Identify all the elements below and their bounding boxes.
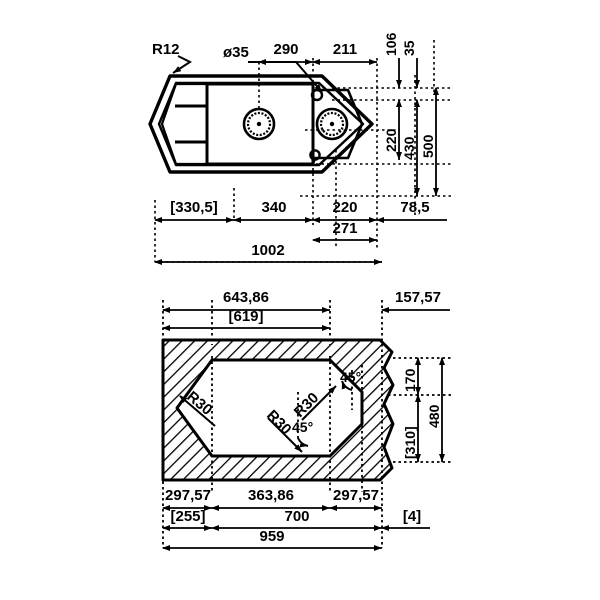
dim-330-5: [330,5] [154, 199, 234, 223]
dim-480: 480 [426, 357, 445, 462]
label-d35: ø35 [223, 44, 249, 61]
main-drain-hole [242, 107, 276, 141]
dim-211: 211 [312, 41, 377, 65]
svg-text:106: 106 [383, 32, 399, 56]
dim-35: 35 [401, 40, 420, 88]
r30-top-right-leader [301, 385, 337, 421]
dim-340: 340 [233, 199, 313, 223]
svg-text:[619]: [619] [228, 308, 263, 325]
r30-bottom-right-leader [267, 417, 303, 453]
dim-255: [255] [162, 508, 212, 531]
secondary-bowl [311, 88, 364, 160]
cutout-aperture [175, 358, 364, 458]
dim-220h: 220 [312, 199, 377, 223]
svg-text:220: 220 [332, 199, 357, 216]
svg-text:220: 220 [383, 128, 399, 152]
svg-text:430: 430 [401, 136, 417, 160]
overflow-hole [309, 149, 321, 165]
svg-text:157,57: 157,57 [395, 289, 441, 306]
r12-leader [172, 55, 193, 74]
dim-157-57: 157,57 [381, 289, 450, 313]
dim-297-57-right: 297,57 [329, 487, 382, 511]
dim-959: 959 [162, 528, 382, 551]
dim-297-57-left: 297,57 [162, 487, 212, 511]
svg-text:959: 959 [259, 528, 284, 545]
label-45-top: 45° [340, 369, 361, 385]
svg-text:[330,5]: [330,5] [170, 199, 218, 216]
drainboard-edge [160, 82, 207, 166]
svg-text:211: 211 [333, 41, 357, 58]
svg-text:363,86: 363,86 [248, 487, 294, 504]
svg-text:78,5: 78,5 [400, 199, 429, 216]
bottom-view-cutout: R30 R30 R30 45° 45° 643,86 [619] 157, [161, 289, 452, 551]
sink-inner-rim [157, 81, 365, 167]
dim-643-86: 643,86 [162, 289, 330, 313]
svg-text:[4]: [4] [403, 508, 421, 525]
label-45-bottom: 45° [292, 419, 313, 435]
dim-106: 106 [383, 32, 402, 88]
top-view-sink: R12 ø35 290 211 106 35 220 [148, 32, 452, 265]
angle-45-top-marker [341, 380, 353, 391]
svg-text:340: 340 [261, 199, 286, 216]
secondary-drain-hole [315, 107, 349, 141]
svg-text:500: 500 [420, 134, 436, 158]
worktop-outline [161, 338, 395, 482]
dim-4: [4] [381, 508, 430, 531]
sink-outer-outline [148, 74, 374, 174]
angle-45-bottom-marker [297, 437, 309, 448]
label-r12: R12 [152, 41, 180, 58]
r30-left-leader [179, 395, 216, 427]
drainboard-grooves [175, 104, 207, 144]
dim-430: 430 [401, 99, 420, 196]
dim-1002: 1002 [154, 242, 382, 265]
svg-text:[255]: [255] [170, 508, 205, 525]
svg-text:1002: 1002 [251, 242, 284, 259]
dim-220v: 220 [383, 99, 402, 160]
dim-170: 170 [402, 357, 421, 395]
svg-text:297,57: 297,57 [333, 487, 379, 504]
svg-text:700: 700 [284, 508, 309, 525]
dim-619: [619] [162, 308, 330, 331]
svg-text:35: 35 [401, 40, 417, 56]
svg-text:480: 480 [426, 404, 442, 428]
dim-310: [310] [402, 394, 421, 462]
dim-78-5: 78,5 [376, 199, 447, 223]
dim-271: 271 [312, 220, 377, 243]
svg-text:271: 271 [332, 220, 357, 237]
svg-text:290: 290 [273, 41, 298, 58]
dim-500: 500 [420, 87, 439, 196]
svg-text:297,57: 297,57 [165, 487, 211, 504]
svg-text:643,86: 643,86 [223, 289, 269, 306]
dim-363-86: 363,86 [211, 487, 330, 511]
dim-290: 290 [258, 41, 313, 65]
dim-700: 700 [211, 508, 382, 531]
svg-text:[310]: [310] [402, 426, 418, 459]
svg-text:170: 170 [402, 368, 418, 392]
